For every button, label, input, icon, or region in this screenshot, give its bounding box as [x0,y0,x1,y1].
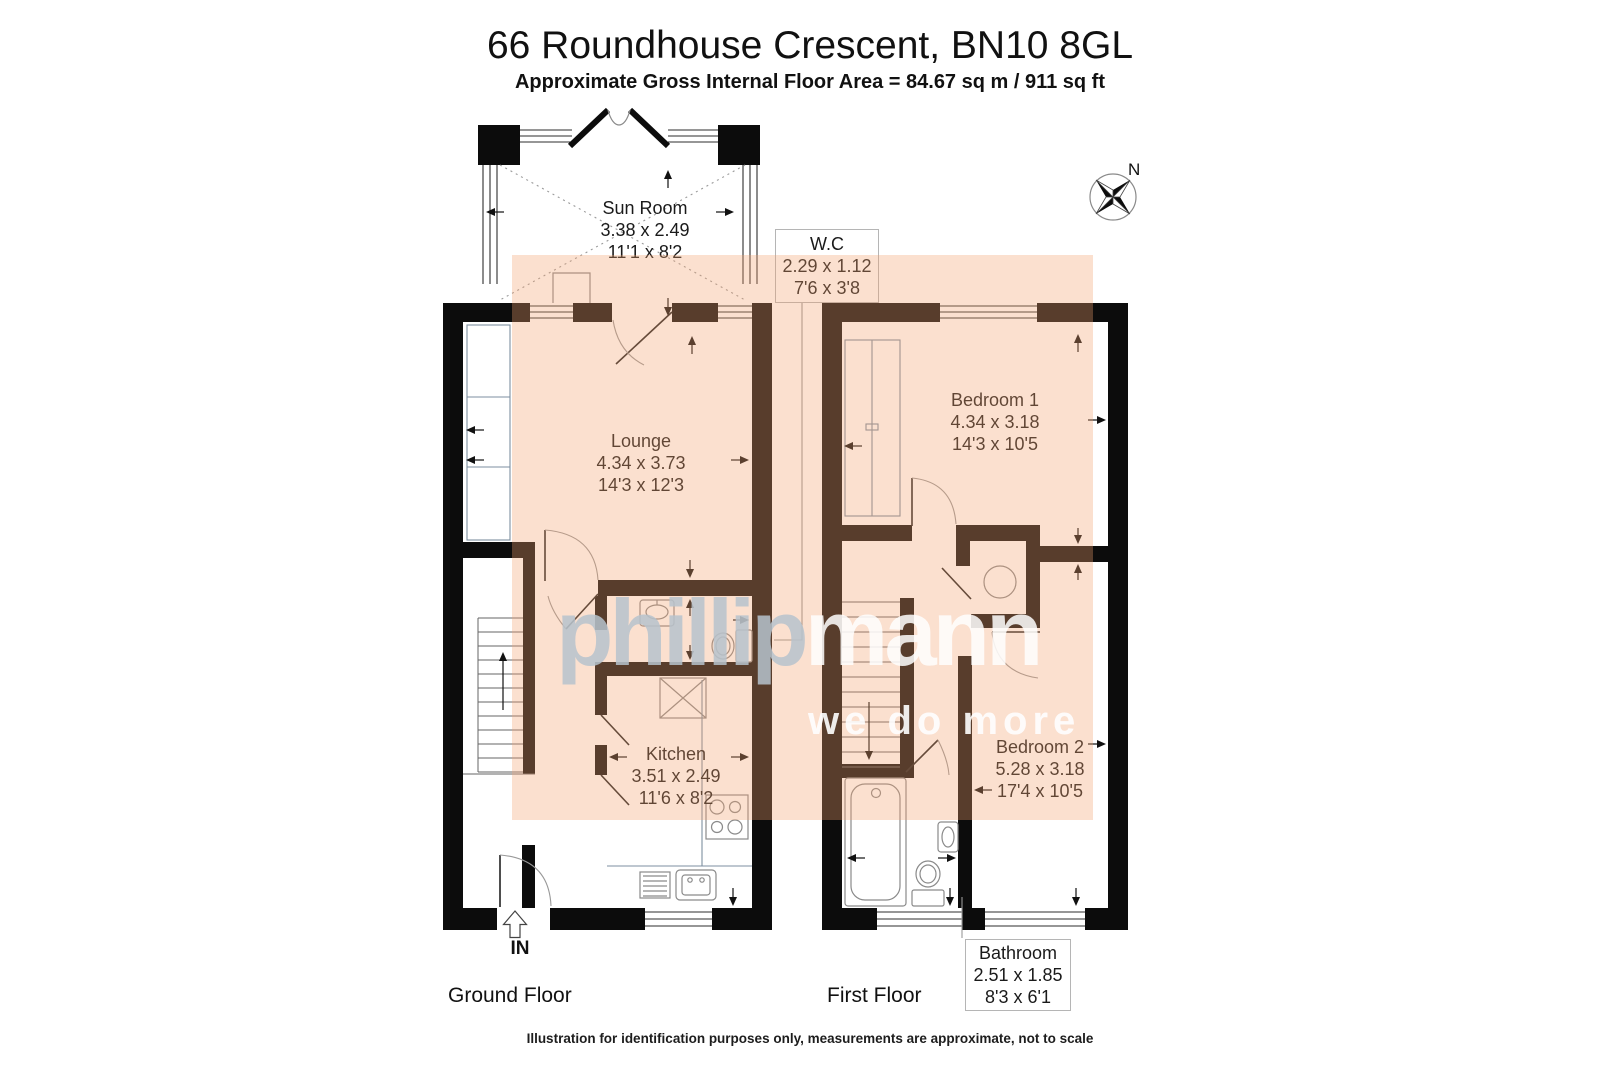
lounge-label: Lounge 4.34 x 3.73 14'3 x 12'3 [596,430,685,496]
stairs-up-icon [463,617,535,775]
room-size-metric: 3.38 x 2.49 [600,220,690,240]
kitchen-cupboard-icon [659,677,707,719]
ground-floor-walls [443,303,772,930]
kitchen-sink-icon [639,869,717,901]
first-floor-walls [822,303,1128,930]
page-title: 66 Roundhouse Crescent, BN10 8GL [486,24,1134,67]
bath-icon [844,777,907,907]
room-size-metric: 2.51 x 1.85 [973,965,1063,985]
wardrobe-icon [844,339,901,517]
room-name: Kitchen [645,744,707,764]
bedroom1-label: Bedroom 1 4.34 x 3.18 14'3 x 10'5 [950,389,1039,455]
entrance-arrow-icon [502,910,528,939]
sun-room-bay [478,107,760,303]
wc-toilet-icon [711,629,753,663]
ground-windows [530,305,752,927]
bathroom-toilet-icon [911,860,945,907]
ground-doors [499,311,673,907]
bathroom-basin-icon [937,821,959,853]
room-size-imperial: 17'4 x 10'5 [997,781,1083,801]
first-doors [905,477,1040,776]
wc-basin-icon [639,599,675,627]
kitchen-counter [607,680,752,867]
disclaimer-text: Illustration for identification purposes… [526,1031,1094,1046]
sun-room-label: Sun Room 3.38 x 2.49 11'1 x 8'2 [600,197,689,263]
page-subtitle: Approximate Gross Internal Floor Area = … [514,71,1106,93]
wc-callout: W.C 2.29 x 1.12 7'6 x 3'8 [775,229,879,303]
compass-icon [1089,173,1137,221]
bedroom2-label: Bedroom 2 5.28 x 3.18 17'4 x 10'5 [995,736,1084,802]
room-name: W.C [810,234,844,254]
room-size-metric: 4.34 x 3.18 [950,412,1040,432]
kitchen-label: Kitchen 3.51 x 2.49 11'6 x 8'2 [631,743,720,809]
room-size-metric: 2.29 x 1.12 [782,256,872,276]
room-size-imperial: 7'6 x 3'8 [794,278,860,298]
room-size-imperial: 14'3 x 12'3 [598,475,684,495]
alcove-recess [466,324,511,541]
room-size-imperial: 11'6 x 8'2 [638,788,714,808]
water-tank-icon [983,565,1017,599]
first-floor-label: First Floor [827,984,922,1007]
room-name: Sun Room [602,198,688,218]
first-windows [877,305,1085,927]
room-size-imperial: 14'3 x 10'5 [952,434,1038,454]
room-name: Bathroom [978,943,1058,963]
room-name: Lounge [610,431,672,451]
wc-callout-leader [774,301,803,641]
bathroom-callout: Bathroom 2.51 x 1.85 8'3 x 6'1 [965,939,1071,1011]
ground-measure-arrows [466,170,749,906]
first-measure-arrows [844,334,1106,906]
room-size-metric: 5.28 x 3.18 [995,759,1085,779]
stairs-down-icon [842,601,900,768]
room-size-metric: 3.51 x 2.49 [631,766,721,786]
room-name: Bedroom 2 [995,737,1085,757]
compass-north-label: N [1128,160,1141,179]
first-floor-plan [822,303,1128,930]
hob-icon [705,794,749,840]
room-size-metric: 4.34 x 3.73 [596,453,686,473]
room-size-imperial: 8'3 x 6'1 [985,987,1051,1007]
room-size-imperial: 11'1 x 8'2 [607,242,683,262]
ground-floor-label: Ground Floor [448,984,572,1007]
room-name: Bedroom 1 [950,390,1040,410]
ground-floor-plan [443,107,772,939]
entrance-label: IN [510,938,530,959]
